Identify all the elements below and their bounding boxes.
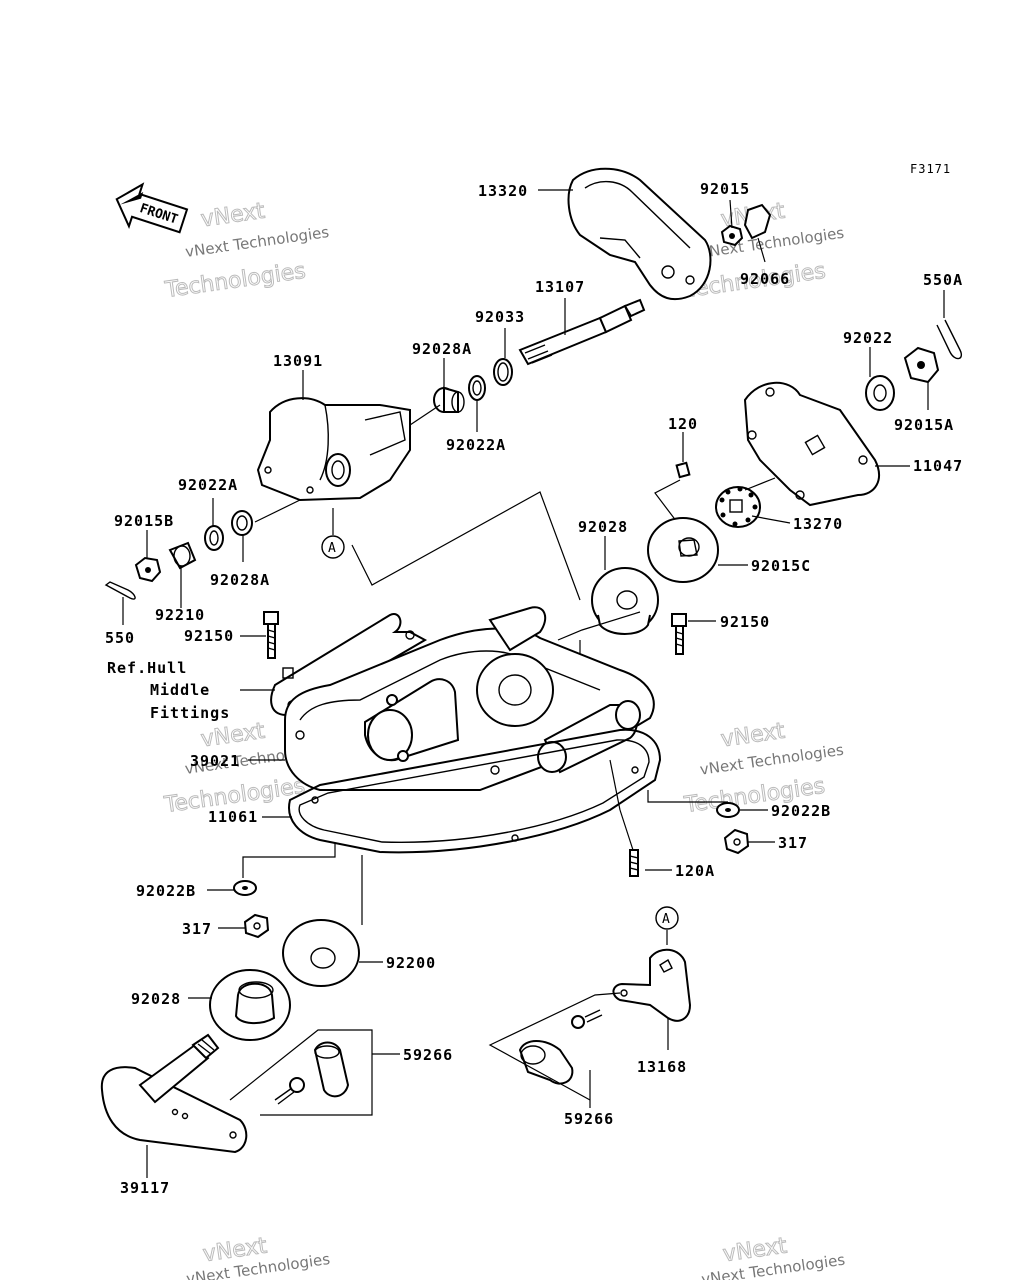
label-13270: 13270 [793,515,843,533]
part-317-nut-right [723,828,750,855]
label-59266-right: 59266 [564,1110,614,1128]
callout-a-bottom: A [655,906,679,930]
label-92028A-left: 92028A [210,571,270,589]
label-39117: 39117 [120,1179,170,1197]
svg-text:A: A [662,912,670,927]
label-59266-left: 59266 [403,1046,453,1064]
part-92015C-cone [647,517,719,583]
part-13270-disc [715,486,761,528]
label-92028A-top: 92028A [412,340,472,358]
label-92015: 92015 [700,180,750,198]
svg-text:Fittings: Fittings [150,704,230,722]
label-11047: 11047 [913,457,963,475]
label-13091: 13091 [273,352,323,370]
label-92022A-left: 92022A [178,476,238,494]
label-317-right: 317 [778,834,808,852]
part-92200-washer [282,919,360,987]
svg-text:vNext Technologies: vNext Technologies [699,741,845,779]
label-92028-mid: 92028 [578,518,628,536]
label-11061: 11061 [208,808,258,826]
part-92210-bushing [168,541,197,570]
part-92028-cone-bottom [209,969,291,1041]
watermark-bottom-right: vNext vNext Technologies [700,1233,846,1285]
part-39021-pump-body [284,606,655,791]
part-11047-bracket [743,381,880,507]
part-550A-cotter-pin [936,319,962,360]
svg-text:Ref.Hull: Ref.Hull [107,659,187,677]
label-13168: 13168 [637,1058,687,1076]
label-550: 550 [105,629,135,647]
part-59266-ball-joint-right [518,1009,603,1085]
part-92015A-nut [903,346,940,384]
label-92066: 92066 [740,270,790,288]
label-13320: 13320 [478,182,528,200]
part-92015B-nut [134,556,162,583]
label-120: 120 [668,415,698,433]
label-550A: 550A [923,271,963,289]
label-92150-left: 92150 [184,627,234,645]
callout-a-top: A [321,535,345,559]
part-13168-bracket [612,948,692,1022]
label-92022: 92022 [843,329,893,347]
figure-code: F3171 [910,162,951,176]
part-92033-circlip [493,358,513,386]
part-120-bolt [675,461,691,479]
part-92150-bolt-left [263,611,279,659]
part-92028A-bushing-left [231,510,253,536]
part-120A-bolt [629,849,639,877]
part-92022B-washer-right [716,802,740,818]
part-13320-cover [567,167,712,301]
part-92066-clip [743,203,772,240]
svg-text:vNext: vNext [199,719,266,753]
part-13091-housing [256,397,411,502]
label-92210: 92210 [155,606,205,624]
part-13107-shaft [518,298,646,366]
svg-text:A: A [328,541,336,556]
part-39117-lever [100,1033,248,1154]
part-92028A-bushing-top [433,386,465,413]
svg-text:Middle: Middle [150,681,210,699]
label-92022A-top: 92022A [446,436,506,454]
svg-text:Technologies: Technologies [163,259,307,304]
label-13107: 13107 [535,278,585,296]
part-92022A-washer-left [204,525,224,551]
part-59266-ball-joint-left [274,1041,350,1105]
watermark-bottom-left: vNext vNext Technologies [185,1233,331,1285]
front-arrow-icon: FRONT [115,182,189,234]
label-92015A: 92015A [894,416,954,434]
part-labels: 13320 92015 92066 550A 13107 92033 92028… [105,180,963,1197]
label-39021: 39021 [190,752,240,770]
part-92015-nut [720,224,744,247]
part-11061-gasket [288,728,662,854]
label-92022B-right: 92022B [771,802,831,820]
label-92015B: 92015B [114,512,174,530]
part-92022-washer [865,375,895,411]
part-92022B-washer-left [233,880,257,896]
label-92200: 92200 [386,954,436,972]
reference-note: Ref.Hull Middle Fittings [107,659,230,722]
svg-text:vNext: vNext [719,719,786,753]
label-317-left: 317 [182,920,212,938]
part-92150-bolt-right [671,613,687,655]
label-120A: 120A [675,862,715,880]
part-550-cotter-pin [104,581,136,600]
svg-text:vNext: vNext [199,199,266,233]
label-92022B-left: 92022B [136,882,196,900]
label-92015C: 92015C [751,557,811,575]
label-92150-right: 92150 [720,613,770,631]
svg-text:vNext Technologies: vNext Technologies [699,224,845,262]
label-92033: 92033 [475,308,525,326]
label-92028-bottom: 92028 [131,990,181,1008]
part-92028-cone-mid [591,567,659,635]
part-317-nut-left [243,913,270,939]
part-92022A-washer-top [468,375,486,401]
